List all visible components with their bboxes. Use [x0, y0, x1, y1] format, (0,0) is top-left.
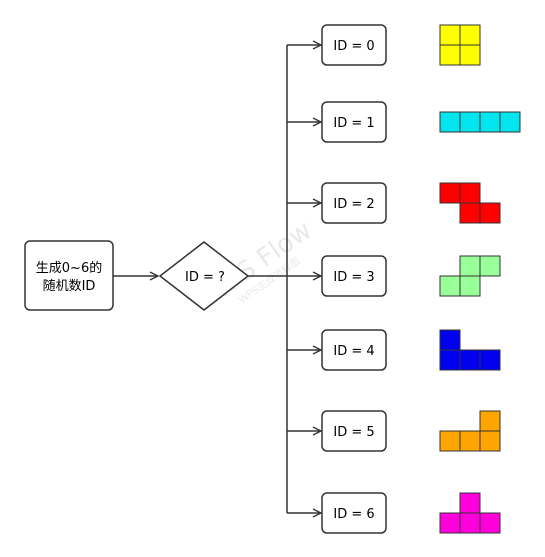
- branch-label-3: ID = 3: [333, 270, 374, 285]
- branch-label-5: ID = 5: [333, 425, 374, 440]
- branch-label-6: ID = 6: [333, 507, 374, 522]
- branch-label-2: ID = 2: [333, 197, 374, 212]
- branch-label-4: ID = 4: [333, 344, 374, 359]
- tetromino-cell: [479, 111, 501, 133]
- tetromino-cell: [459, 430, 481, 452]
- tetromino-cell: [459, 492, 481, 514]
- tetromino-cell: [439, 111, 461, 133]
- tetromino-S-icon: [439, 255, 501, 297]
- branch-node-2[interactable]: ID = 2: [321, 182, 387, 224]
- start-node-line2: 随机数ID: [43, 279, 96, 294]
- tetromino-L-icon: [439, 410, 501, 452]
- branch-node-3[interactable]: ID = 3: [321, 255, 387, 297]
- branch-label-0: ID = 0: [333, 39, 374, 54]
- tetromino-cell: [499, 111, 521, 133]
- branch-label-1: ID = 1: [333, 116, 374, 131]
- tetromino-J-icon: [439, 329, 501, 371]
- tetromino-O-icon: [439, 24, 481, 66]
- tetromino-cell: [479, 512, 501, 534]
- start-node-line1: 生成0~6的: [36, 260, 102, 276]
- tetromino-cell: [459, 349, 481, 371]
- tetromino-cell: [439, 512, 461, 534]
- start-node[interactable]: 生成0~6的 随机数ID: [24, 240, 114, 311]
- tetromino-cell: [459, 24, 481, 46]
- tetromino-cell: [459, 202, 481, 224]
- tetromino-cell: [439, 44, 461, 66]
- tetromino-cell: [439, 329, 461, 351]
- tetromino-cell: [439, 275, 461, 297]
- tetromino-cell: [479, 410, 501, 432]
- decision-label: ID = ?: [185, 270, 225, 285]
- branch-node-4[interactable]: ID = 4: [321, 329, 387, 371]
- tetromino-cell: [439, 24, 461, 46]
- tetromino-cell: [459, 255, 481, 277]
- tetromino-cell: [459, 111, 481, 133]
- branch-node-1[interactable]: ID = 1: [321, 101, 387, 143]
- decision-node[interactable]: ID = ?: [158, 241, 250, 311]
- tetromino-cell: [479, 255, 501, 277]
- branch-node-0[interactable]: ID = 0: [321, 24, 387, 66]
- tetromino-cell: [479, 349, 501, 371]
- tetromino-Z-icon: [439, 182, 501, 224]
- branch-node-5[interactable]: ID = 5: [321, 410, 387, 452]
- branch-node-6[interactable]: ID = 6: [321, 492, 387, 534]
- tetromino-cell: [459, 275, 481, 297]
- tetromino-cell: [459, 512, 481, 534]
- tetromino-cell: [479, 430, 501, 452]
- tetromino-cell: [439, 349, 461, 371]
- tetromino-cell: [479, 202, 501, 224]
- tetromino-I-icon: [439, 111, 521, 133]
- tetromino-cell: [439, 182, 461, 204]
- tetromino-cell: [439, 430, 461, 452]
- tetromino-cell: [459, 44, 481, 66]
- tetromino-T-icon: [439, 492, 501, 534]
- tetromino-cell: [459, 182, 481, 204]
